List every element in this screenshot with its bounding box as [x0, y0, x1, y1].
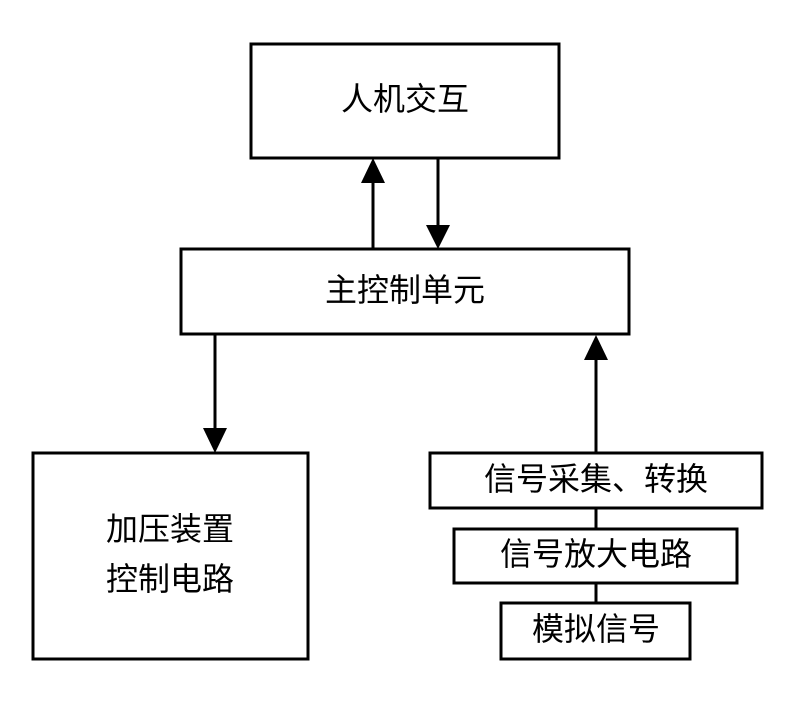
signal-amplifier-label: 信号放大电路 [500, 535, 692, 573]
connector-main-to-human [361, 158, 385, 249]
main-control-label: 主控制单元 [325, 271, 485, 309]
signal-amplifier-node: 信号放大电路 [452, 527, 739, 585]
arrowhead-down-icon [203, 428, 227, 453]
connector-main-to-press-control [203, 334, 227, 453]
human-machine-label: 人机交互 [341, 80, 469, 118]
arrowhead-up-icon [584, 335, 608, 360]
connector-human-to-main [426, 158, 450, 249]
signal-acquisition-label: 信号采集、转换 [484, 460, 708, 498]
arrowhead-up-icon [361, 158, 385, 183]
main-control-node: 主控制单元 [179, 247, 631, 336]
press-control-label-line2: 控制电路 [106, 560, 234, 598]
analog-signal-label: 模拟信号 [532, 610, 660, 648]
press-control-label-line1: 加压装置 [106, 510, 234, 548]
human-machine-node: 人机交互 [249, 42, 561, 160]
arrowhead-down-icon [426, 225, 450, 249]
signal-acquisition-node: 信号采集、转换 [428, 451, 764, 510]
connector-acquisition-to-main [584, 335, 608, 453]
press-control-node: 加压装置 控制电路 [31, 451, 310, 661]
analog-signal-node: 模拟信号 [499, 601, 692, 661]
